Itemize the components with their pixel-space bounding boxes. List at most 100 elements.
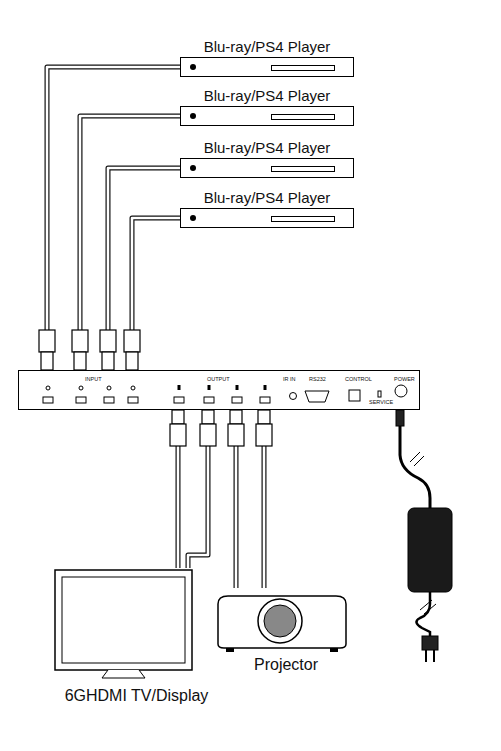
projector-foot	[226, 648, 234, 652]
device-label: Blu-ray/PS4 Player	[180, 87, 354, 105]
hdmi-plug	[72, 330, 88, 352]
input-plugs	[39, 330, 140, 370]
hdmi-cable-group	[108, 168, 180, 370]
device-label: Blu-ray/PS4 Player	[180, 189, 354, 207]
lens-ring	[258, 599, 302, 643]
hdmi-plug	[41, 352, 53, 370]
hdmi-plug	[228, 424, 244, 446]
hdmi-plug	[202, 410, 214, 424]
projector-foot	[330, 648, 338, 652]
device-label: 6GHDMI TV/Display	[50, 687, 223, 705]
panel-label: CONTROL	[345, 376, 372, 382]
hdmi-cable-group	[80, 116, 180, 370]
rs232-port	[305, 391, 329, 402]
port-screw	[79, 386, 83, 390]
cable-core	[108, 168, 180, 370]
tv-drawing	[50, 568, 215, 682]
port-screw	[107, 386, 111, 390]
tv-stand	[102, 670, 145, 678]
ac-plug	[422, 636, 438, 650]
hdmi-cable-group	[47, 67, 180, 370]
panel-label: IR IN	[283, 376, 296, 382]
hdmi-port	[204, 397, 214, 403]
device-label: Blu-ray/PS4 Player	[180, 139, 354, 157]
hdmi-cable	[108, 168, 180, 370]
hdmi-plug	[100, 330, 116, 352]
cable-core	[80, 116, 180, 370]
led-dot	[190, 113, 196, 119]
rj45-port	[349, 390, 360, 401]
hdmi-port	[104, 397, 114, 403]
disc-slot	[271, 166, 335, 172]
player-device: Blu-ray/PS4 Player	[180, 38, 354, 77]
break-mark	[410, 452, 424, 466]
hdmi-cable	[80, 116, 180, 370]
tv-screen	[62, 577, 185, 663]
port-led	[264, 385, 267, 390]
hdmi-plug	[102, 352, 114, 370]
hdmi-port	[174, 397, 184, 403]
hdmi-port	[260, 397, 270, 403]
projector: Projector	[212, 588, 360, 680]
cable-core	[47, 67, 180, 370]
hdmi-plug	[39, 330, 55, 352]
power-adapter	[396, 410, 452, 662]
disc-slot	[271, 216, 335, 222]
hdmi-plug	[74, 352, 86, 370]
adapter-brick	[408, 508, 452, 592]
hdmi-plug	[126, 352, 138, 370]
hdmi-cable	[47, 67, 180, 370]
port-led	[178, 385, 181, 390]
hdmi-port	[43, 397, 53, 403]
power-jack	[395, 385, 407, 397]
player-device: Blu-ray/PS4 Player	[180, 139, 354, 178]
tv-frame	[55, 570, 192, 670]
panel-label: RS232	[309, 376, 326, 382]
player-device: Blu-ray/PS4 Player	[180, 87, 354, 126]
hdmi-port	[128, 397, 138, 403]
hdmi-plug	[172, 410, 184, 424]
lens	[264, 605, 296, 637]
tv-display: 6GHDMI TV/Display	[50, 568, 223, 708]
dc-plug	[396, 410, 404, 426]
hdmi-port	[76, 397, 86, 403]
panel-label: POWER	[394, 376, 415, 382]
port-led	[236, 385, 239, 390]
device-label: Projector	[212, 656, 360, 674]
hdmi-port	[232, 397, 242, 403]
device-box	[180, 106, 354, 126]
break-mark	[420, 600, 436, 614]
port-screw	[46, 386, 50, 390]
hdmi-plug	[256, 424, 272, 446]
panel-label: INPUT	[85, 376, 102, 382]
service-port	[378, 391, 381, 397]
led-dot	[190, 215, 196, 221]
disc-slot	[271, 65, 335, 71]
ir-jack	[290, 393, 297, 400]
led-dot	[190, 165, 196, 171]
hdmi-plug	[200, 424, 216, 446]
plug-prong	[426, 650, 434, 662]
device-box	[180, 57, 354, 77]
output-plugs	[170, 410, 272, 446]
led-dot	[190, 64, 196, 70]
device-label: Blu-ray/PS4 Player	[180, 38, 354, 56]
projector-body	[218, 596, 346, 648]
device-box	[180, 208, 354, 228]
hdmi-plug	[258, 410, 270, 424]
port-screw	[131, 386, 135, 390]
player-device: Blu-ray/PS4 Player	[180, 189, 354, 228]
projector-drawing	[212, 588, 352, 654]
dc-cord	[400, 426, 430, 510]
panel-label: SERVICE	[369, 399, 393, 405]
device-box	[180, 158, 354, 178]
ac-cord	[416, 592, 430, 636]
disc-slot	[271, 114, 335, 120]
matrix-switch: INPUT OUTPUT IR IN RS232 CONTROL SERVICE POWER	[18, 370, 420, 410]
port-led	[208, 385, 211, 390]
hdmi-plug	[230, 410, 242, 424]
hdmi-plug	[170, 424, 186, 446]
hdmi-plug	[124, 330, 140, 352]
panel-label: OUTPUT	[207, 376, 230, 382]
